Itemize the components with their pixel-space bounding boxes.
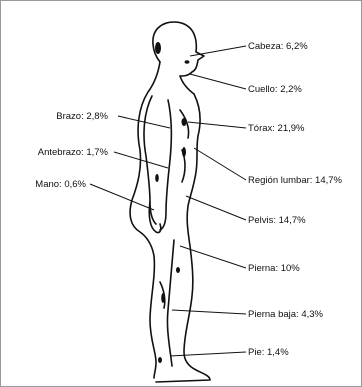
label-cabeza: Cabeza: 6,2% [248,41,308,52]
label-lumbar: Región lumbar: 14,7% [248,175,343,186]
label-antebrazo: Antebrazo: 1,7% [38,147,109,158]
label-brazo: Brazo: 2,8% [56,111,108,122]
label-pierna: Pierna: 10% [248,263,300,274]
label-pelvis: Pelvis: 14,7% [248,215,306,226]
label-pie: Pie: 1,4% [248,347,289,358]
label-torax: Tórax: 21,9% [248,123,305,134]
label-pierna-baja: Pierna baja: 4,3% [248,309,324,320]
label-cuello: Cuello: 2,2% [248,84,302,95]
label-mano: Mano: 0,6% [35,179,86,190]
